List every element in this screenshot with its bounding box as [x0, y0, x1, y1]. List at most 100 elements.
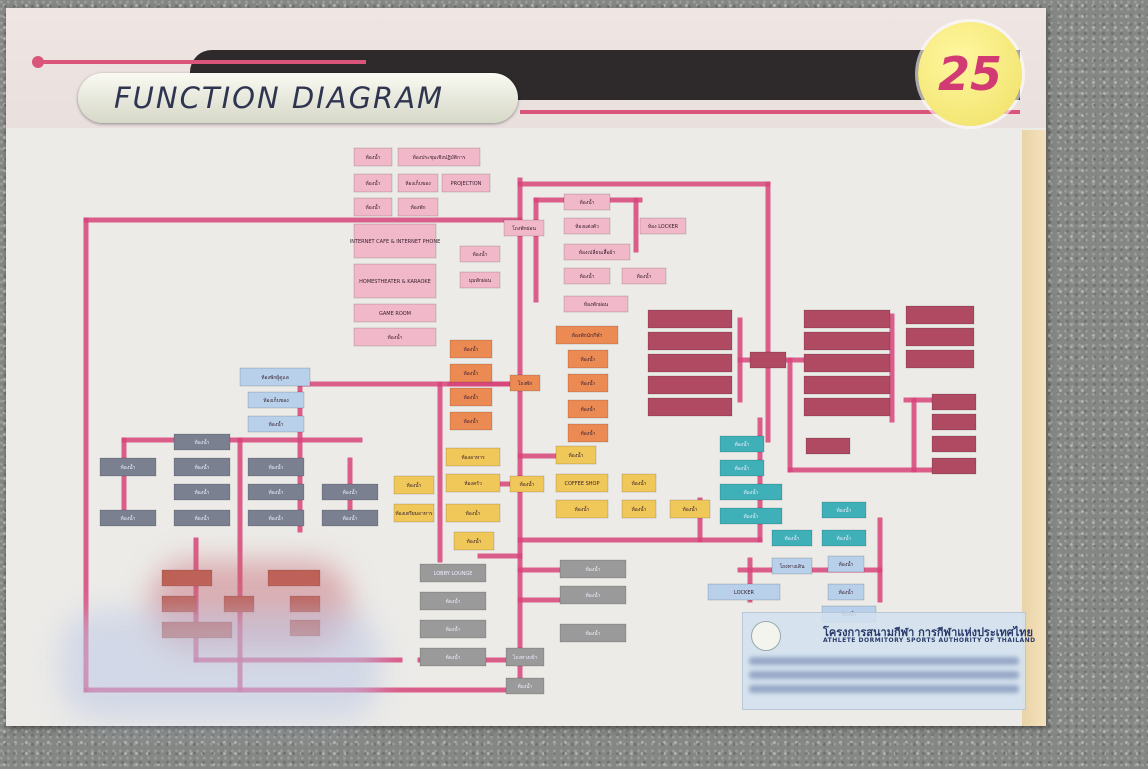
diagram-node-sl9: ห้องน้ำ [174, 510, 230, 526]
node-label: ห้องพักผู้ดูแล [261, 374, 289, 381]
diagram-node-sl11: ห้องน้ำ [322, 510, 378, 526]
node-label: ห้องเตรียมอาหาร [395, 510, 433, 517]
diagram-node-mr6 [750, 352, 786, 368]
diagram-node-mr7 [804, 310, 890, 328]
diagram-node-pk12: โถงพักผ่อน [504, 220, 544, 236]
node-box [804, 310, 890, 328]
diagram-node-lb2: ห้องเก็บของ [248, 392, 304, 408]
diagram-node-gr5: โถงทางเข้า [506, 648, 544, 666]
diagram-node-sl2: ห้องน้ำ [100, 458, 156, 476]
sports-authority-logo [751, 621, 781, 651]
diagram-node-sa4: ห้องน้ำ [450, 412, 492, 430]
diagram-node-sa5: โถงพัก [510, 375, 540, 391]
diagram-node-gr7: ห้องน้ำ [560, 586, 626, 604]
diagram-node-pk17: ห้องเปลี่ยนเสื้อผ้า [564, 244, 630, 260]
diagram-node-ye12: ห้องน้ำ [622, 500, 656, 518]
node-label: โถงพัก [518, 380, 532, 387]
node-label: ห้องพัก [410, 204, 425, 211]
diagram-node-pk1: ห้องน้ำ [354, 148, 392, 166]
node-label: ห้องแต่งตัว [575, 223, 599, 230]
diagram-node-sl4: ห้องน้ำ [248, 458, 304, 476]
diagram-node-pk19: ห้องน้ำ [564, 268, 610, 284]
node-box [906, 306, 974, 324]
diagram-node-mr5 [648, 398, 732, 416]
diagram-node-pk2: ห้องประชุมเชิงปฏิบัติการ [398, 148, 480, 166]
diagram-node-bl2: ห้องน้ำ [828, 556, 864, 572]
node-box [906, 328, 974, 346]
diagram-node-sl1: ห้องน้ำ [174, 434, 230, 450]
node-label: PROJECTION [451, 181, 482, 187]
diagram-node-mr3 [648, 354, 732, 372]
diagram-node-te4: ห้องน้ำ [720, 508, 782, 524]
diagram-node-ye5: ห้องเตรียมอาหาร [394, 504, 434, 522]
diagram-node-gr4: ห้องน้ำ [420, 648, 486, 666]
diagram-node-mr1 [648, 310, 732, 328]
diagram-node-te3: ห้องน้ำ [720, 484, 782, 500]
node-box [906, 350, 974, 368]
diagram-node-sl3: ห้องน้ำ [174, 458, 230, 476]
blurred-credits [749, 671, 1019, 679]
diagram-node-pk11: ห้องน้ำ [354, 328, 436, 346]
node-box [932, 414, 976, 430]
diagram-node-mr10 [804, 376, 890, 394]
diagram-node-pk9: HOMESTHEATER & KARAOKE [354, 264, 436, 298]
diagram-node-mr12 [906, 306, 974, 324]
diagram-node-pk18: ห้อง LOCKER [640, 218, 686, 234]
diagram-node-ye7: ห้องน้ำ [454, 532, 494, 550]
node-label: COFFEE SHOP [565, 481, 600, 487]
diagram-node-sa9: ห้องน้ำ [568, 400, 608, 418]
node-label: GAME ROOM [379, 311, 411, 317]
diagram-node-sa6: ห้องพักนักกีฬา [556, 326, 618, 344]
diagram-node-ye6: ห้องน้ำ [446, 504, 500, 522]
diagram-node-lb3: ห้องน้ำ [248, 416, 304, 432]
diagram-node-gr3: ห้องน้ำ [420, 620, 486, 638]
diagram-node-mr13 [906, 328, 974, 346]
diagram-node-sl5: ห้องน้ำ [174, 484, 230, 500]
blurred-credits [749, 685, 1019, 693]
node-box [804, 332, 890, 350]
diagram-node-mr14 [906, 350, 974, 368]
node-box [648, 332, 732, 350]
node-label: ห้องเก็บของ [263, 396, 289, 404]
diagram-node-te5: ห้องน้ำ [822, 502, 866, 518]
diagram-node-bl1: โถงทางเดิน [772, 558, 812, 574]
diagram-node-ye11: ห้องน้ำ [556, 500, 608, 518]
diagram-node-pk3: ห้องน้ำ [354, 174, 392, 192]
diagram-node-sa7: ห้องน้ำ [568, 350, 608, 368]
diagram-node-gr1: LOBBY LOUNGE [420, 564, 486, 582]
diagram-node-pk10: GAME ROOM [354, 304, 436, 322]
blurred-region [60, 610, 380, 720]
node-box [804, 376, 890, 394]
diagram-node-pk21: ห้องพักผ่อน [564, 296, 628, 312]
diagram-node-te6: ห้องน้ำ [772, 530, 812, 546]
node-label: ห้องพักนักกีฬา [572, 332, 603, 339]
diagram-node-te7: ห้องน้ำ [822, 530, 866, 546]
diagram-node-pk20: ห้องน้ำ [622, 268, 666, 284]
diagram-node-ye2: ห้องน้ำ [556, 446, 596, 464]
node-label: ห้อง LOCKER [648, 223, 679, 230]
node-box [932, 436, 976, 452]
diagram-node-sl8: ห้องน้ำ [100, 510, 156, 526]
node-label: โถงทางเข้า [513, 654, 538, 661]
diagram-node-mr16 [932, 414, 976, 430]
diagram-node-bl4: ห้องน้ำ [828, 584, 864, 600]
node-box [648, 376, 732, 394]
node-label: มุมพักผ่อน [469, 278, 492, 284]
diagram-node-sa1: ห้องน้ำ [450, 340, 492, 358]
diagram-node-mr4 [648, 376, 732, 394]
diagram-node-mr11 [804, 398, 890, 416]
node-box [932, 394, 976, 410]
diagram-node-ye1: ห้องอาหาร [446, 448, 500, 466]
diagram-node-ye4: ห้องน้ำ [394, 476, 434, 494]
diagram-node-te2: ห้องน้ำ [720, 460, 764, 476]
node-box [648, 398, 732, 416]
node-label: ห้องประชุมเชิงปฏิบัติการ [413, 154, 466, 161]
diagram-node-sa2: ห้องน้ำ [450, 364, 492, 382]
diagram-node-pk5: PROJECTION [442, 174, 490, 192]
node-label: ห้องเก็บของ [405, 179, 431, 187]
diagram-node-sl10: ห้องน้ำ [248, 510, 304, 526]
node-box [804, 354, 890, 372]
diagram-node-pk6: ห้องน้ำ [354, 198, 392, 216]
diagram-node-mr2 [648, 332, 732, 350]
node-label: LOCKER [734, 590, 754, 596]
